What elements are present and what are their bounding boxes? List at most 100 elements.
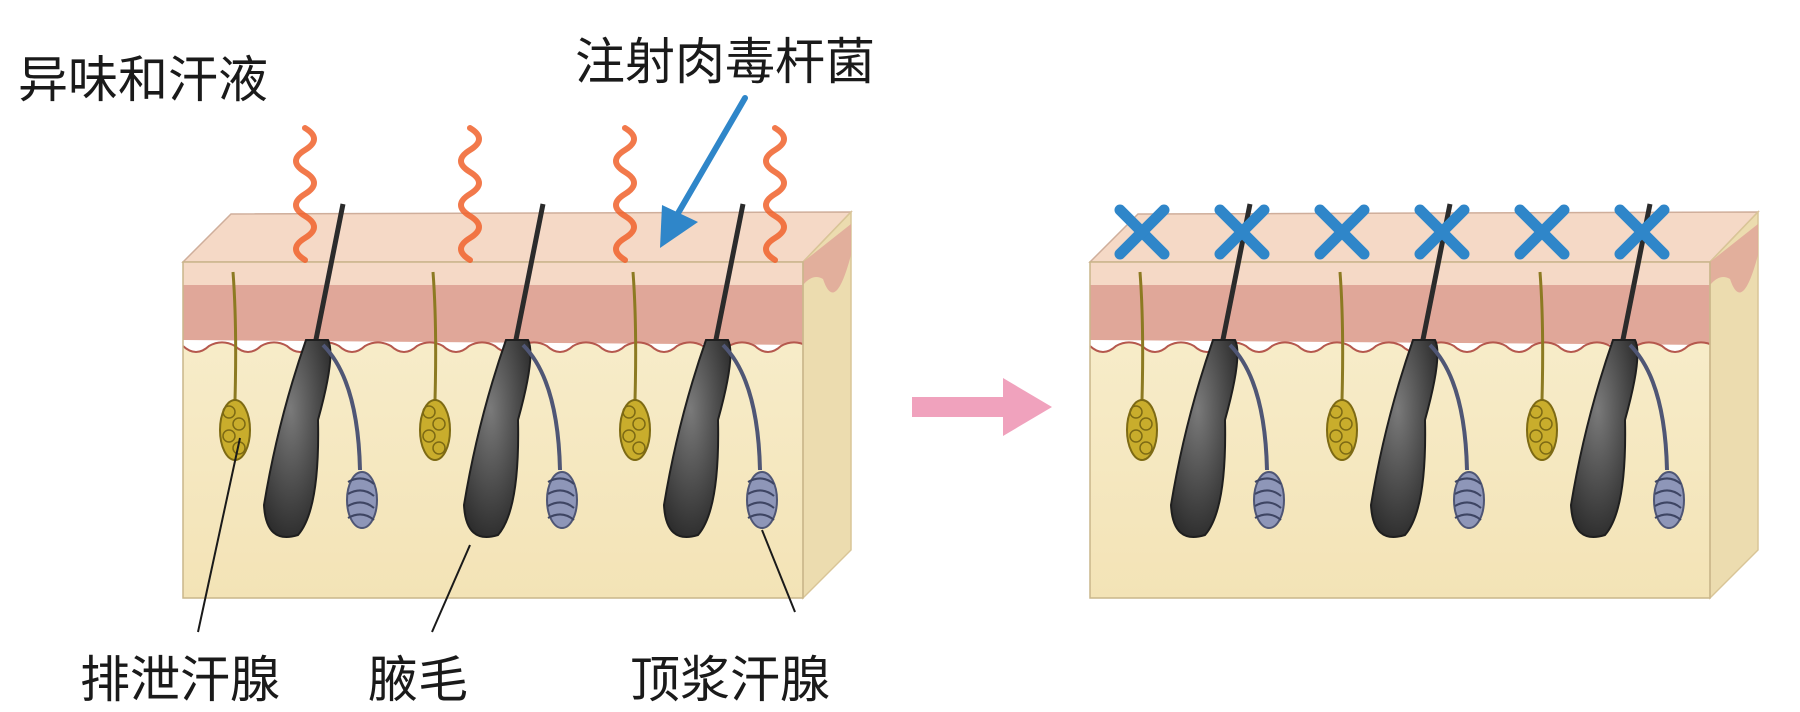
apocrine-coil bbox=[1454, 513, 1482, 521]
eccrine-coil bbox=[1539, 441, 1553, 455]
side-dermis bbox=[1710, 224, 1758, 293]
eccrine-duct bbox=[1538, 271, 1545, 401]
apocrine-coil bbox=[747, 489, 775, 497]
odor-wave bbox=[293, 125, 317, 263]
eccrine-coil bbox=[1339, 441, 1353, 455]
apocrine-duct bbox=[321, 343, 362, 471]
dermis-layer bbox=[1090, 285, 1710, 345]
skin-unit bbox=[219, 203, 378, 538]
apocrine-coil bbox=[547, 489, 575, 497]
eccrine-coil bbox=[422, 405, 436, 419]
injection-arrow bbox=[660, 95, 748, 248]
apocrine-coil bbox=[1454, 489, 1482, 497]
apocrine-gland bbox=[346, 471, 378, 529]
hair-follicle bbox=[1369, 339, 1439, 538]
block-outline bbox=[1089, 261, 1711, 599]
dermis-layer bbox=[183, 285, 803, 345]
skin-unit bbox=[1526, 203, 1685, 538]
eccrine-coil bbox=[1139, 417, 1153, 431]
eccrine-gland bbox=[1326, 399, 1358, 461]
eccrine-coil bbox=[1539, 417, 1553, 431]
skin-unit bbox=[1326, 203, 1485, 538]
blocked-x-mark bbox=[1214, 204, 1270, 260]
eccrine-coil bbox=[1129, 405, 1143, 419]
odor-wave bbox=[763, 125, 787, 263]
eccrine-duct bbox=[1138, 271, 1145, 401]
label-eccrine-gland: 排泄汗腺 bbox=[80, 651, 280, 709]
apocrine-coil bbox=[547, 513, 575, 521]
hair-follicle bbox=[462, 339, 532, 538]
apocrine-coil bbox=[347, 501, 375, 509]
eccrine-coil bbox=[422, 429, 436, 443]
hair-follicle bbox=[262, 339, 332, 538]
skin-block-after bbox=[1088, 203, 1760, 600]
apocrine-coil bbox=[547, 501, 575, 509]
apocrine-coil bbox=[347, 513, 375, 521]
apocrine-coil bbox=[1454, 501, 1482, 509]
skin-unit bbox=[419, 203, 578, 538]
eccrine-coil bbox=[222, 429, 236, 443]
eccrine-coil bbox=[1329, 405, 1343, 419]
eccrine-duct bbox=[431, 271, 438, 401]
odor-wave bbox=[613, 125, 637, 263]
apocrine-coil bbox=[1654, 489, 1682, 497]
eccrine-coil bbox=[632, 441, 646, 455]
apocrine-coil bbox=[1654, 477, 1682, 485]
apocrine-gland bbox=[546, 471, 578, 529]
apocrine-duct bbox=[521, 343, 562, 471]
blocked-x-mark bbox=[1114, 204, 1170, 260]
eccrine-coil bbox=[1139, 441, 1153, 455]
eccrine-gland bbox=[1526, 399, 1558, 461]
blocked-sweat-marks bbox=[1114, 204, 1670, 260]
skin-block-before bbox=[181, 203, 853, 600]
eccrine-coil bbox=[232, 417, 246, 431]
eccrine-coil bbox=[632, 417, 646, 431]
apocrine-coil bbox=[1254, 489, 1282, 497]
eccrine-duct bbox=[631, 271, 638, 401]
blocked-x-mark bbox=[1314, 204, 1370, 260]
apocrine-duct bbox=[1228, 343, 1269, 471]
label-apocrine-gland: 顶浆汗腺 bbox=[630, 651, 830, 709]
apocrine-coil bbox=[1454, 477, 1482, 485]
apocrine-coil bbox=[1654, 501, 1682, 509]
side-dermis bbox=[803, 224, 851, 293]
eccrine-coil bbox=[222, 405, 236, 419]
eccrine-coil bbox=[622, 429, 636, 443]
apocrine-duct bbox=[721, 343, 762, 471]
skin-surface bbox=[181, 211, 853, 263]
eccrine-coil bbox=[1129, 429, 1143, 443]
eccrine-coil bbox=[1339, 417, 1353, 431]
eccrine-gland bbox=[1126, 399, 1158, 461]
blocked-x-mark bbox=[1614, 204, 1670, 260]
blocked-x-mark bbox=[1514, 204, 1570, 260]
apocrine-coil bbox=[747, 477, 775, 485]
odor-wave bbox=[458, 125, 482, 263]
leader-apocrine bbox=[761, 529, 796, 613]
apocrine-gland bbox=[1453, 471, 1485, 529]
leader-eccrine bbox=[197, 437, 241, 633]
block-outline bbox=[182, 261, 804, 599]
apocrine-gland bbox=[746, 471, 778, 529]
apocrine-duct bbox=[1628, 343, 1669, 471]
blocked-x-mark bbox=[1414, 204, 1470, 260]
eccrine-coil bbox=[1529, 405, 1543, 419]
apocrine-coil bbox=[347, 489, 375, 497]
eccrine-coil bbox=[1529, 429, 1543, 443]
apocrine-gland bbox=[1253, 471, 1285, 529]
label-botulinum-injection: 注射肉毒杆菌 bbox=[575, 33, 875, 91]
skin-unit bbox=[619, 203, 778, 538]
eccrine-duct bbox=[1338, 271, 1345, 401]
skin-unit bbox=[1126, 203, 1285, 538]
apocrine-coil bbox=[347, 477, 375, 485]
eccrine-gland bbox=[419, 399, 451, 461]
leader-lines bbox=[197, 437, 796, 633]
apocrine-coil bbox=[547, 477, 575, 485]
apocrine-coil bbox=[747, 513, 775, 521]
transition-arrow bbox=[912, 378, 1052, 436]
eccrine-coil bbox=[622, 405, 636, 419]
apocrine-coil bbox=[1254, 477, 1282, 485]
eccrine-coil bbox=[432, 417, 446, 431]
leader-hair bbox=[431, 544, 471, 633]
apocrine-duct bbox=[1428, 343, 1469, 471]
